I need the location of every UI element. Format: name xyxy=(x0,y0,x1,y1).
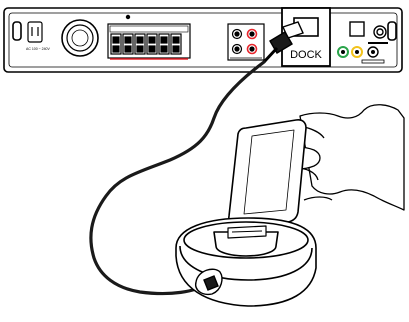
screw xyxy=(126,15,130,19)
ipod-icon xyxy=(229,120,306,226)
power-label: AC 100 ~ 240V xyxy=(26,47,51,51)
dock-label: DOCK xyxy=(290,49,322,61)
rear-panel xyxy=(4,8,402,72)
optical-port xyxy=(350,22,364,36)
power-socket xyxy=(28,22,42,42)
speaker-terminals xyxy=(108,24,190,59)
audio-in-jacks xyxy=(228,24,264,60)
dock-cradle-icon xyxy=(176,218,316,306)
